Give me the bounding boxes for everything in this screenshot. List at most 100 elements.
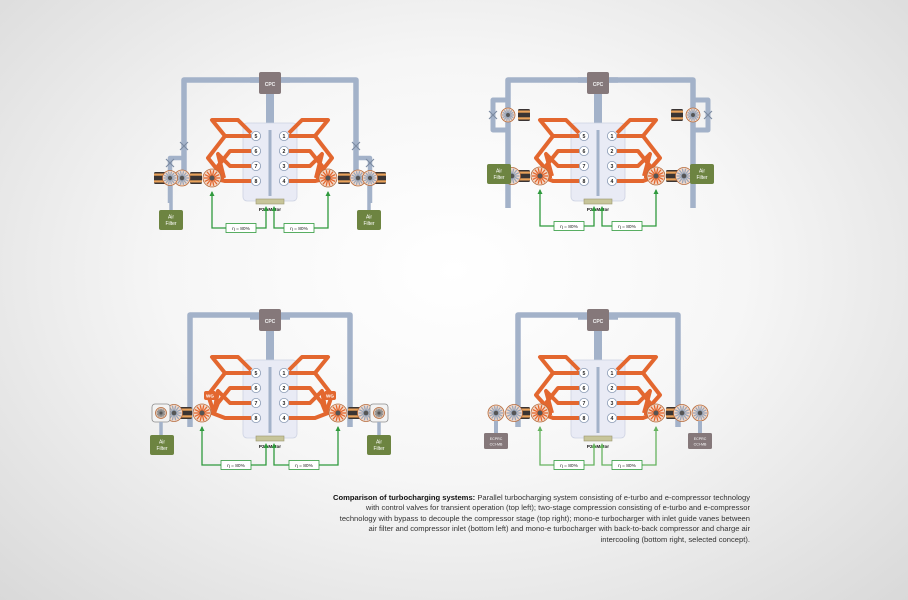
cylinder-left: 5: [251, 131, 262, 142]
e-compressor-wheel-left: [500, 107, 516, 123]
cylinder-number: 3: [283, 164, 286, 170]
cylinder-right: 4: [278, 176, 289, 187]
efficiency-label: η = 80%: [232, 226, 250, 232]
air-filter-label: Filter: [493, 175, 504, 181]
cylinder-number: 4: [611, 416, 614, 422]
cylinder-ring: [606, 146, 617, 157]
efficiency-right: η = 80%: [283, 223, 315, 233]
efficiency-box: [553, 460, 585, 470]
efficiency-box: [611, 460, 643, 470]
cylinder-ring: [579, 161, 590, 172]
exhaust-manifold-right: [617, 152, 652, 177]
compressor-wheel-right: [675, 167, 693, 185]
emotor-label: P2 eMotor: [259, 444, 281, 449]
cylinder-ring: [278, 398, 289, 409]
arrowhead: [199, 426, 205, 431]
cylinder-left: 5: [579, 368, 590, 379]
exhaust-manifold-right: [289, 152, 324, 179]
cylinder-ring: [606, 176, 617, 187]
turbo-shaft-right: [666, 170, 678, 182]
arrowhead: [271, 443, 277, 448]
efficiency-label: η = 80%: [618, 463, 636, 469]
wheel-hub: [653, 410, 659, 416]
igv-wheel: [373, 407, 385, 419]
cylinder-number: 7: [583, 164, 586, 170]
e-compressor-wheel-left: [162, 170, 178, 186]
cylinder-right: 1: [278, 131, 289, 142]
shaft-band: [190, 173, 202, 176]
cylinder-right: 4: [606, 413, 617, 424]
cylinder-right: 2: [606, 383, 617, 394]
cylinder-ring: [606, 161, 617, 172]
cylinder-number: 1: [283, 371, 286, 377]
shaft-band: [154, 173, 166, 176]
efficiency-label: η = 80%: [227, 463, 245, 469]
cylinder-left: 6: [251, 383, 262, 394]
efficiency-label: η = 80%: [618, 224, 636, 230]
cylinder-left: 6: [251, 146, 262, 157]
arrowhead: [591, 206, 597, 211]
arrowhead: [537, 426, 543, 431]
efficiency-left: η = 80%: [225, 223, 257, 233]
igv-wheel: [155, 407, 167, 419]
figure-caption: Comparison of turbocharging systems: Par…: [330, 493, 750, 545]
emotor-bar: [583, 198, 613, 205]
cylinder-ring: [251, 161, 262, 172]
intercooler-label: CCI-MB: [490, 443, 503, 447]
cylinder-number: 2: [283, 386, 286, 392]
air-filter-box: [357, 210, 381, 230]
cylinder-left: 5: [251, 368, 262, 379]
cpc-label: CPC: [265, 82, 276, 88]
wheel-hub: [506, 113, 510, 117]
emotor-bar: [255, 435, 285, 442]
compressor-wheel-right: [349, 169, 367, 187]
arrowhead: [209, 191, 215, 196]
emotor-label: P2 eMotor: [587, 444, 609, 449]
efficiency-label: η = 80%: [560, 463, 578, 469]
exhaust-manifold-left: [210, 118, 253, 138]
shaft-band: [180, 408, 192, 411]
cylinder-number: 7: [255, 164, 258, 170]
exhaust-manifold-left: [210, 355, 253, 375]
cylinder-left: 8: [579, 176, 590, 187]
cylinder-number: 5: [255, 134, 258, 140]
cylinder-left: 7: [251, 161, 262, 172]
wheel-hub: [537, 410, 543, 416]
exhaust-manifold-right: [289, 371, 334, 414]
exhaust-manifold-right: [287, 118, 330, 138]
emotor-bar: [583, 435, 613, 442]
cylinder-number: 3: [611, 401, 614, 407]
exhaust-manifold-right: [289, 134, 334, 180]
arrowhead: [537, 189, 543, 194]
exhaust-manifold-left: [206, 371, 251, 414]
arrowhead: [325, 191, 331, 196]
air-filter-label: Air: [159, 440, 165, 446]
emotor-label: P2 eMotor: [259, 207, 281, 212]
air-filter-label: Filter: [156, 446, 167, 452]
turbo-shaft-left: [190, 172, 202, 184]
shaft-band: [666, 408, 678, 411]
wastegate-label: WG: [206, 394, 214, 399]
efficiency-box: [283, 223, 315, 233]
cylinder-ring: [606, 368, 617, 379]
efficiency-box: [220, 460, 252, 470]
intercooler-box: [484, 433, 508, 449]
shaft-band: [180, 415, 192, 418]
cylinder-right: 1: [606, 131, 617, 142]
turbine-wheel-left: [530, 403, 550, 423]
cylinder-right: 3: [278, 398, 289, 409]
e-compressor-motor-right: [671, 109, 683, 121]
cylinder-right: 4: [606, 176, 617, 187]
control-valve: [365, 158, 375, 168]
air-filter-label: Air: [699, 169, 705, 175]
cylinder-number: 7: [583, 401, 586, 407]
exhaust-manifold-left: [538, 118, 581, 138]
valve-cross: [365, 158, 375, 168]
cylinder-number: 1: [611, 371, 614, 377]
cylinder-number: 6: [583, 386, 586, 392]
